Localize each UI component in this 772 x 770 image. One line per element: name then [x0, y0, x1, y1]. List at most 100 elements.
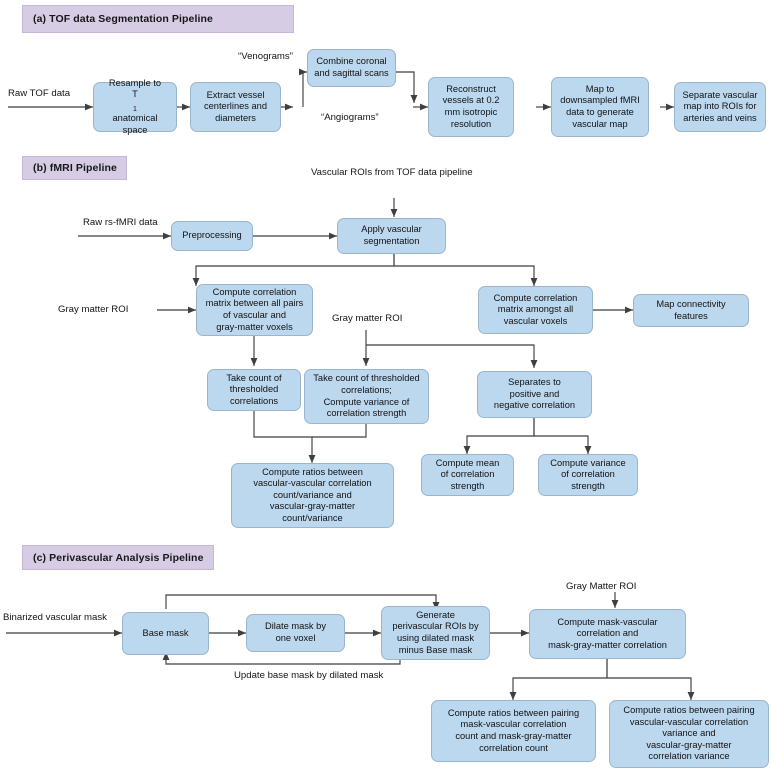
node-c5-line4: correlation count	[479, 742, 548, 753]
edge-label-venograms: “Venograms”	[238, 51, 293, 62]
node-reconstruct-vessels: Reconstruct vessels at 0.2 mm isotropic …	[428, 77, 514, 137]
node-c5-line1: Compute ratios between pairing	[447, 707, 580, 718]
gray-matter-roi-left-label: Gray matter ROI	[58, 304, 129, 315]
node-b10-line3: strength	[571, 480, 605, 491]
node-b3-line1: Compute correlation	[212, 286, 297, 297]
gray-matter-roi-mid-label: Gray matter ROI	[332, 313, 403, 324]
node-a4-line2: vessels at 0.2	[442, 95, 500, 106]
node-compute-ratios-vascular-vascular-graymatter: Compute ratios between vascular-vascular…	[231, 463, 394, 528]
node-c3-line4: minus Base mask	[398, 644, 473, 655]
node-c6-line5: correlation variance	[648, 751, 730, 762]
node-a6-line1: Separate vascular	[682, 89, 758, 100]
node-c3-line2: perivascular ROIs by	[392, 621, 479, 632]
node-b7-line1: Take count of thresholded	[313, 373, 420, 384]
node-compute-correlation-matrix-vascular-graymatter: Compute correlation matrix between all p…	[196, 284, 313, 336]
node-c4-line3: mask-gray-matter correlation	[548, 639, 667, 650]
node-compute-correlation-matrix-vascular: Compute correlation matrix amongst all v…	[478, 286, 593, 334]
panel-c-banner-label: (c) Perivascular Analysis Pipeline	[33, 551, 204, 564]
node-map-to-downsampled-fmri: Map to downsampled fMRI data to generate…	[551, 77, 649, 137]
node-a1-line3: space	[122, 124, 148, 135]
panel-c-input-label: Binarized vascular mask	[3, 612, 107, 623]
node-b11-line1: Compute ratios between	[262, 466, 363, 477]
node-b8-line2: positive and	[509, 388, 560, 399]
panel-a-banner-label: (a) TOF data Segmentation Pipeline	[33, 13, 213, 25]
node-b8-line3: negative correlation	[493, 400, 576, 411]
panel-b-banner: (b) fMRI Pipeline	[22, 156, 127, 180]
node-c3-line1: Generate	[416, 609, 455, 620]
node-apply-vascular-segmentation: Apply vascular segmentation	[337, 218, 446, 254]
node-compute-variance-correlation-strength: Compute variance of correlation strength	[538, 454, 638, 496]
node-a3-line2: and sagittal scans	[314, 68, 389, 78]
node-dilate-mask-by-one-voxel: Dilate mask by one voxel	[246, 614, 345, 652]
node-b7-line3: Compute variance of	[323, 396, 410, 407]
node-c4-line1: Compute mask-vascular	[557, 616, 658, 627]
node-extract-vessel-centerlines: Extract vessel centerlines and diameters	[190, 82, 281, 132]
node-a5-line1: Map to	[585, 83, 615, 94]
node-c3-line3: using dilated mask	[396, 633, 474, 643]
node-b6-line3: correlations	[229, 395, 279, 406]
node-b10-line2: of correlation	[561, 469, 615, 480]
node-take-count-thresholded-correlations: Take count of thresholded correlations	[207, 369, 301, 411]
node-a1-line1: Resample to	[108, 77, 162, 88]
node-a3-line1: Combine coronal	[316, 56, 387, 67]
node-a5-line4: vascular map	[572, 118, 628, 129]
node-take-count-and-variance: Take count of thresholded correlations; …	[304, 369, 429, 424]
node-b4-line3: vascular voxels	[503, 315, 568, 326]
node-a5-line3: data to generate	[566, 107, 634, 117]
node-b11-line5: count/variance	[282, 512, 343, 523]
node-c2-line2: one voxel	[275, 633, 316, 643]
node-a5-line2: downsampled fMRI	[560, 95, 640, 106]
node-compute-mask-vascular-correlation: Compute mask-vascular correlation and ma…	[529, 609, 686, 659]
node-compute-ratios-vascular-vascular-variance: Compute ratios between pairing vascular-…	[609, 700, 769, 768]
node-b7-line4: correlation strength	[326, 408, 407, 419]
node-b10-line1: Compute variance	[550, 457, 626, 468]
node-a4-line1: Reconstruct	[446, 83, 496, 94]
node-b3-line2: matrix between all pairs	[205, 298, 304, 309]
node-c5-line3: count and mask-gray-matter	[455, 731, 572, 741]
node-base-mask: Base mask	[122, 612, 209, 655]
node-b2-line1: Apply vascular	[361, 224, 422, 235]
node-b3-line3: of vascular and	[222, 310, 287, 320]
node-a2-line2: centerlines and	[203, 101, 268, 112]
node-c1-line1: Base mask	[142, 627, 189, 638]
node-preprocessing: Preprocessing	[171, 221, 253, 251]
gray-matter-roi-panel-c-label: Gray Matter ROI	[566, 581, 637, 592]
panel-a-input-label: Raw TOF data	[8, 88, 71, 99]
node-b9-line1: Compute mean	[435, 457, 500, 468]
node-a6-line3: arteries and veins	[683, 112, 757, 123]
node-c2-line1: Dilate mask by	[265, 621, 326, 632]
node-a4-line3: mm isotropic	[444, 107, 498, 117]
node-combine-coronal-sagittal: Combine coronal and sagittal scans	[307, 49, 396, 87]
panel-b-top-label: Vascular ROIs from TOF data pipeline	[311, 167, 473, 178]
node-b11-line3: count/variance and	[273, 489, 352, 500]
node-b9-line3: strength	[450, 480, 485, 491]
node-c6-line4: vascular-gray-matter	[646, 739, 732, 750]
node-b7-line2: correlations;	[341, 384, 392, 395]
node-b3-line4: gray-matter voxels	[216, 321, 293, 332]
node-a2-line1: Extract vessel	[206, 89, 265, 100]
node-a4-line4: resolution	[450, 118, 492, 129]
node-map-connectivity-features: Map connectivity features	[633, 294, 749, 327]
node-b9-line2: of correlation	[440, 469, 495, 480]
node-b8-line1: Separates to	[508, 377, 561, 388]
node-b6-line1: Take count of	[226, 372, 282, 383]
node-separates-positive-negative-correlation: Separates to positive and negative corre…	[477, 371, 592, 418]
node-b5-line2: features	[674, 310, 708, 321]
node-b6-line2: thresholded	[229, 384, 279, 395]
node-compute-ratios-mask-vascular-count: Compute ratios between pairing mask-vasc…	[431, 700, 596, 762]
node-b11-line2: vascular-vascular correlation	[253, 478, 372, 489]
node-c6-line3: variance and	[662, 728, 716, 739]
node-c5-line2: mask-vascular correlation	[460, 719, 567, 730]
edge-label-angiograms: “Angiograms”	[321, 112, 379, 123]
node-c6-line2: vascular-vascular correlation	[629, 716, 749, 727]
node-compute-mean-correlation-strength: Compute mean of correlation strength	[421, 454, 514, 496]
node-b1-line1: Preprocessing	[182, 230, 242, 241]
node-a6-line2: map into ROIs for	[683, 101, 757, 112]
node-b11-line4: vascular-gray-matter	[269, 501, 356, 512]
node-b4-line1: Compute correlation	[493, 292, 578, 303]
panel-a-banner: (a) TOF data Segmentation Pipeline	[22, 5, 294, 33]
panel-b-input-label: Raw rs-fMRI data	[83, 217, 158, 228]
panel-b-banner-label: (b) fMRI Pipeline	[33, 162, 117, 174]
